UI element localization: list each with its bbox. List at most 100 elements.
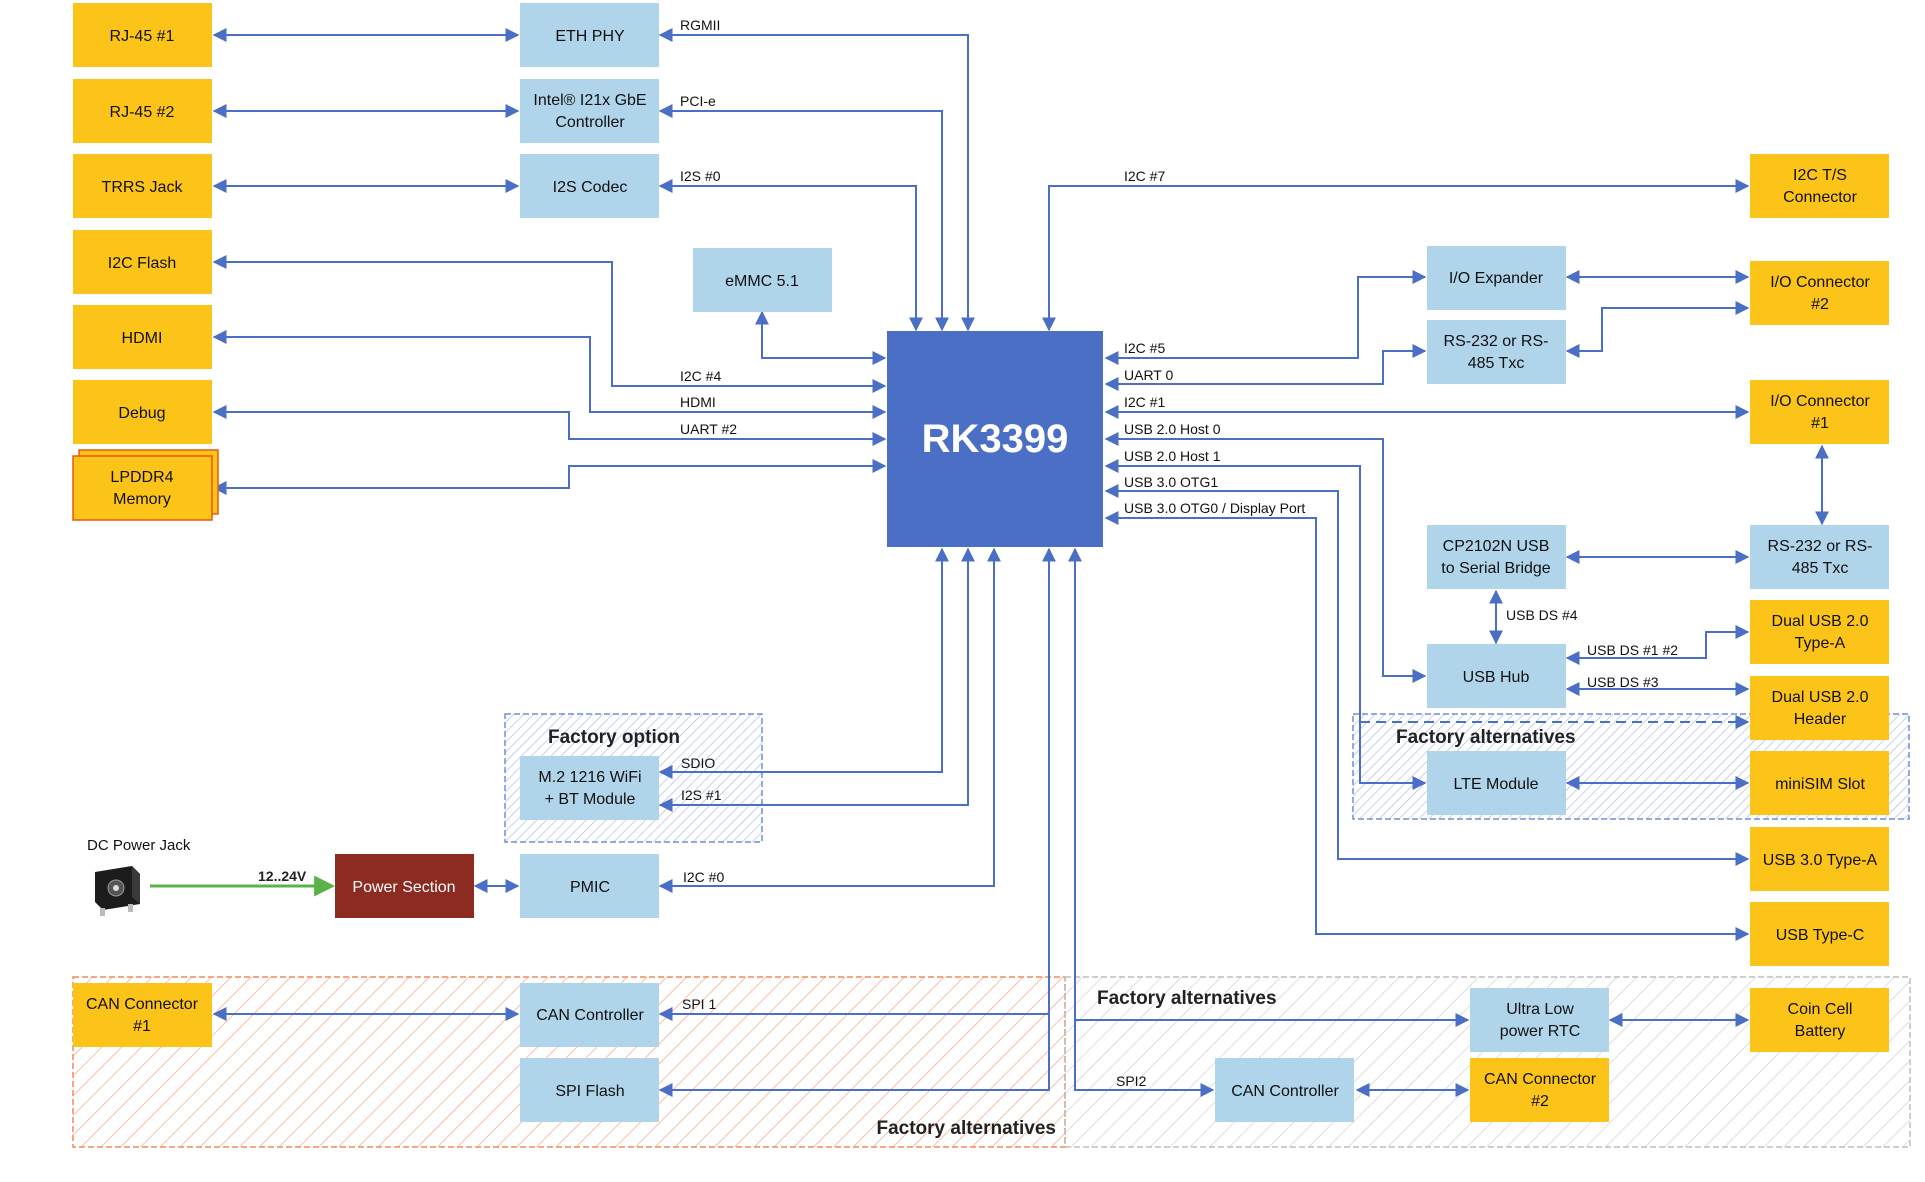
svg-text:M.2 1216 WiFi: M.2 1216 WiFi (538, 769, 641, 786)
left-connectors: RJ-45 #1 RJ-45 #2 TRRS Jack I2C Flash HD… (72, 3, 219, 1047)
bus-label-i2c7: I2C #7 (1124, 168, 1165, 184)
svg-text:#2: #2 (1531, 1093, 1549, 1110)
bus-labels: RGMII PCI-e I2S #0 I2C #4 HDMI UART #2 I… (680, 17, 1678, 1089)
chip-can-controller-2: CAN Controller (1215, 1058, 1354, 1122)
soc-rk3399: RK3399 (887, 331, 1103, 547)
svg-text:Type-A: Type-A (1795, 635, 1846, 652)
svg-text:USB 3.0 Type-A: USB 3.0 Type-A (1763, 852, 1878, 869)
bus-label-usb3otg0: USB 3.0 OTG0 / Display Port (1124, 500, 1305, 516)
svg-text:CAN Connector: CAN Connector (86, 996, 199, 1013)
svg-text:+ BT Module: + BT Module (545, 791, 636, 808)
connector-hdmi: HDMI (73, 305, 212, 369)
svg-text:Ultra Low: Ultra Low (1506, 1001, 1574, 1018)
connector-i2c-flash: I2C Flash (73, 230, 212, 294)
chip-pmic: PMIC (520, 854, 659, 918)
connector-can-1: CAN Connector #1 (73, 983, 212, 1047)
bus-label-rgmii: RGMII (680, 17, 720, 33)
bus-label-usb2h1: USB 2.0 Host 1 (1124, 448, 1221, 464)
svg-text:USB Hub: USB Hub (1463, 669, 1530, 686)
connector-io-2: I/O Connector #2 (1750, 261, 1889, 325)
region-label: Factory alternatives (1396, 727, 1576, 748)
svg-text:Header: Header (1794, 711, 1847, 728)
bus-label-uart2: UART #2 (680, 421, 737, 437)
svg-text:SPI Flash: SPI Flash (555, 1083, 624, 1100)
svg-text:RJ-45 #1: RJ-45 #1 (110, 28, 175, 45)
svg-text:Battery: Battery (1795, 1023, 1846, 1040)
bus-label-pcie: PCI-e (680, 93, 716, 109)
svg-text:to Serial Bridge: to Serial Bridge (1441, 560, 1550, 577)
power-section: Power Section (335, 854, 474, 918)
connector-can-2: CAN Connector #2 (1470, 1058, 1609, 1122)
svg-text:Intel® I21x GbE: Intel® I21x GbE (533, 92, 646, 109)
svg-text:#2: #2 (1811, 296, 1829, 313)
svg-text:#1: #1 (133, 1018, 151, 1035)
connector-rj45-1: RJ-45 #1 (73, 3, 212, 67)
bus-label-i2c1: I2C #1 (1124, 394, 1165, 410)
bus-label-sdio: SDIO (681, 755, 715, 771)
svg-text:CAN Controller: CAN Controller (536, 1007, 644, 1024)
bus-label-i2s1: I2S #1 (681, 787, 722, 803)
svg-text:I2C T/S: I2C T/S (1793, 167, 1847, 184)
bus-label-usbds4: USB DS #4 (1506, 607, 1578, 623)
svg-text:Memory: Memory (113, 491, 171, 508)
svg-text:I/O Connector: I/O Connector (1770, 274, 1870, 291)
svg-text:I2C Flash: I2C Flash (108, 255, 176, 272)
chip-emmc: eMMC 5.1 (693, 248, 832, 312)
svg-text:I/O Expander: I/O Expander (1449, 270, 1544, 287)
svg-text:I2S Codec: I2S Codec (553, 179, 628, 196)
svg-text:Power Section: Power Section (352, 879, 455, 896)
svg-text:RS-232 or RS-: RS-232 or RS- (1444, 333, 1549, 350)
connector-lpddr4: LPDDR4 Memory (72, 449, 219, 521)
svg-text:CP2102N USB: CP2102N USB (1443, 538, 1550, 555)
svg-text:RJ-45 #2: RJ-45 #2 (110, 104, 175, 121)
svg-text:I/O Connector: I/O Connector (1770, 393, 1870, 410)
svg-text:USB Type-C: USB Type-C (1776, 927, 1865, 944)
chip-lte-module: LTE Module (1427, 751, 1566, 815)
svg-text:LTE Module: LTE Module (1453, 776, 1538, 793)
connector-i2c-ts: I2C T/S Connector (1750, 154, 1889, 218)
svg-text:#1: #1 (1811, 415, 1829, 432)
svg-text:ETH PHY: ETH PHY (555, 28, 625, 45)
bus-label-usbds3: USB DS #3 (1587, 674, 1659, 690)
region-label: Factory alternatives (876, 1118, 1056, 1139)
bus-label-usb3otg1: USB 3.0 OTG1 (1124, 474, 1218, 490)
svg-text:CAN Connector: CAN Connector (1484, 1071, 1597, 1088)
connector-trrs-jack: TRRS Jack (73, 154, 212, 218)
connector-usb3-type-a: USB 3.0 Type-A (1750, 827, 1889, 891)
svg-text:Coin Cell: Coin Cell (1788, 1001, 1853, 1018)
right-connectors: I2C T/S Connector I/O Connector #2 I/O Con… (1470, 154, 1889, 1122)
bus-label-i2c5: I2C #5 (1124, 340, 1165, 356)
chip-rs232-txc-right: RS-232 or RS-485 Txc (1750, 525, 1889, 589)
connector-usb-type-c: USB Type-C (1750, 902, 1889, 966)
svg-text:Dual USB 2.0: Dual USB 2.0 (1772, 613, 1869, 630)
svg-text:485 Txc: 485 Txc (1468, 355, 1525, 372)
dc-power-jack: DC Power Jack (87, 837, 191, 916)
bus-label-usb2h0: USB 2.0 Host 0 (1124, 421, 1221, 437)
chip-cp2102n: CP2102N USB to Serial Bridge (1427, 525, 1566, 589)
bus-label-spi2: SPI2 (1116, 1073, 1147, 1089)
bus-label-usbds12: USB DS #1 #2 (1587, 642, 1678, 658)
chip-io-expander: I/O Expander (1427, 246, 1566, 310)
chip-eth-phy: ETH PHY (520, 3, 659, 67)
bus-label-spi1: SPI 1 (682, 996, 716, 1012)
chip-usb-hub: USB Hub (1427, 644, 1566, 708)
voltage-label: 12..24V (258, 868, 307, 884)
region-label: Factory option (548, 727, 680, 748)
svg-text:miniSIM Slot: miniSIM Slot (1775, 776, 1865, 793)
svg-text:485 Txc: 485 Txc (1792, 560, 1849, 577)
svg-text:LPDDR4: LPDDR4 (110, 469, 173, 486)
connector-io-1: I/O Connector #1 (1750, 380, 1889, 444)
chip-rs232-txc: RS-232 or RS- 485 Txc (1427, 320, 1566, 384)
bus-label-hdmi: HDMI (680, 394, 716, 410)
chip-can-controller: CAN Controller (520, 983, 659, 1047)
dc-jack-label: DC Power Jack (87, 837, 191, 854)
bus-label-uart0: UART 0 (1124, 367, 1173, 383)
chip-i2s-codec: I2S Codec (520, 154, 659, 218)
svg-text:CAN Controller: CAN Controller (1231, 1083, 1339, 1100)
svg-text:Connector: Connector (1783, 189, 1857, 206)
